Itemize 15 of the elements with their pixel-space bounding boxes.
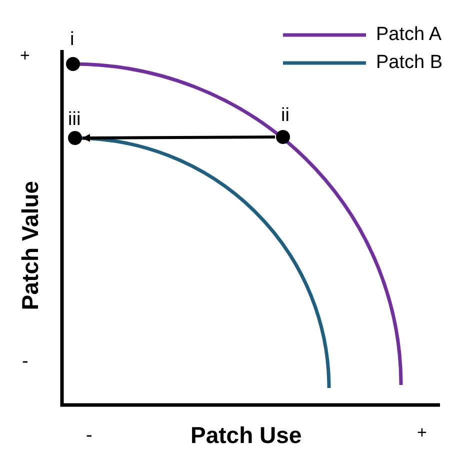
axis-tick-label: - [86, 426, 92, 445]
point-label: i [70, 30, 74, 49]
point-marker [66, 57, 80, 71]
legend-label: Patch B [376, 53, 443, 72]
point-marker [68, 131, 82, 145]
arrow [82, 134, 275, 142]
point-label: ii [281, 106, 290, 125]
axis-title: Patch Value [18, 180, 42, 310]
legend-label: Patch A [376, 25, 442, 44]
axis-tick-label: + [417, 424, 427, 441]
axis-tick-label: - [22, 352, 28, 371]
axis-title: Patch Use [190, 424, 302, 447]
axis-tick-label: + [20, 47, 30, 64]
point-marker [276, 130, 290, 144]
point-label: iii [68, 110, 81, 129]
